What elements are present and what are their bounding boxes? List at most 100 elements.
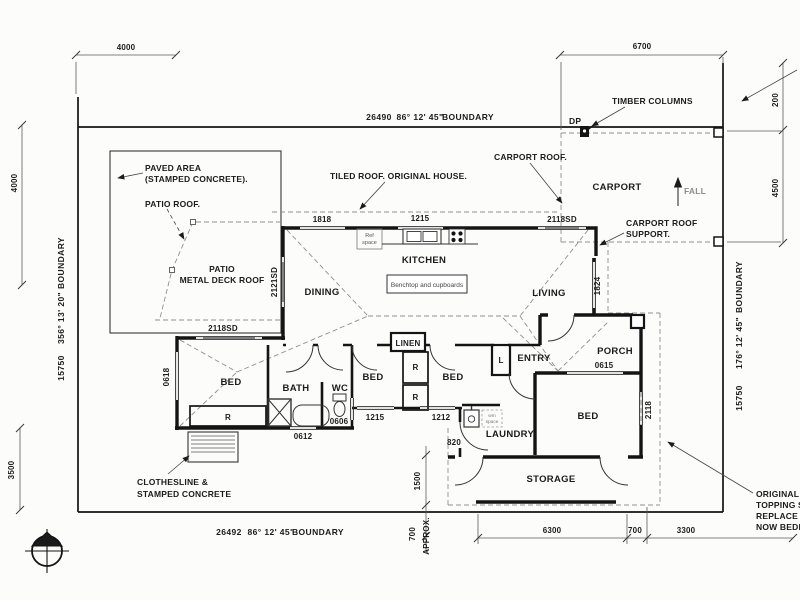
cooktop-icon — [448, 228, 466, 245]
room-label-kitchen: KITCHEN — [402, 255, 446, 266]
dim-1500: 1500 — [413, 471, 422, 490]
dim-2118sd-bed: 2118SD — [208, 324, 238, 333]
fridge-space-label-2: space — [362, 240, 377, 246]
fridge-space-label-1: Ref — [365, 233, 374, 239]
laundry-tub-icon — [463, 409, 480, 428]
robe-label: R — [413, 363, 419, 372]
boundary-left-length: 15750 — [56, 355, 66, 381]
dim-3300: 3300 — [677, 526, 696, 535]
boundary-lines — [77, 63, 724, 513]
dim-1215-top: 1215 — [411, 214, 430, 223]
shower-cross-icon — [267, 398, 292, 427]
room-label-bath: BATH — [283, 383, 310, 394]
room-label-bed3: BED — [443, 372, 464, 383]
dp-label: DP — [569, 116, 581, 126]
wm-space-label-1: wm — [488, 414, 495, 419]
dim-200: 200 — [771, 93, 780, 107]
room-label-bed2: BED — [363, 372, 384, 383]
room-label-entry: ENTRY — [517, 353, 551, 364]
dim-4000-top: 4000 — [117, 43, 136, 52]
dim-2118: 2118 — [644, 401, 653, 420]
porch-post-icon — [629, 313, 646, 330]
room-label-linen: LINEN — [396, 339, 421, 348]
island-bench-box — [386, 274, 468, 294]
fall-label: FALL — [684, 186, 706, 196]
exterior-walls — [175, 226, 643, 504]
boundary-top-word: BOUNDARY — [442, 112, 494, 122]
room-label-dining: DINING — [304, 287, 339, 298]
dim-0612: 0612 — [294, 432, 313, 441]
tiled-roof-label: TILED ROOF. ORIGINAL HOUSE. — [330, 171, 467, 181]
boundary-bottom-word: BOUNDARY — [292, 527, 344, 537]
patio-label-2: METAL DECK ROOF — [180, 275, 265, 285]
note-line-3: REPLACE PA — [756, 511, 800, 521]
timber-columns-label: TIMBER COLUMNS — [612, 96, 693, 106]
door-arcs — [285, 314, 629, 486]
toilet-cistern-icon — [332, 393, 347, 402]
sink-bowl-icon — [406, 231, 422, 242]
l-closet — [490, 343, 512, 377]
room-label-bed4: BED — [578, 411, 599, 422]
dim-700-approx-word: APPROX. — [422, 517, 431, 554]
laundry-fixtures — [463, 406, 503, 428]
room-label-storage: STORAGE — [527, 474, 576, 485]
dim-1824: 1824 — [593, 276, 602, 295]
boundary-bottom-bearing: 86° 12' 45" — [248, 527, 295, 537]
dim-4000-left: 4000 — [10, 173, 19, 192]
kitchen-fixtures — [356, 228, 478, 294]
robe-closet — [402, 384, 429, 411]
patio-vertex-marker — [190, 219, 196, 225]
room-label-porch: PORCH — [597, 346, 633, 357]
robe-label: R — [225, 413, 231, 422]
bathtub-icon — [292, 404, 330, 427]
dim-1818: 1818 — [313, 215, 332, 224]
paved-area-label-1: PAVED AREA — [145, 163, 201, 173]
boundary-right-length: 15750 — [734, 385, 744, 411]
sink-bowl-icon — [422, 231, 438, 242]
clothesline-icon — [187, 431, 239, 463]
dim-700-approx-num: 700 — [408, 527, 417, 541]
note-line-4: NOW BEDROO — [756, 522, 800, 532]
washing-machine-space-box — [481, 409, 503, 428]
boundary-bottom-length: 26492 — [216, 527, 242, 537]
boundary-right-bearing: 176° 12' 45" — [734, 317, 744, 369]
room-label-carport: CARPORT — [592, 182, 641, 193]
dim-1215-bottom: 1215 — [366, 413, 385, 422]
dim-700-bottom: 700 — [628, 526, 642, 535]
robe-closet-long — [189, 405, 267, 427]
leader-lines — [117, 69, 798, 494]
boundary-right-word: BOUNDARY — [734, 261, 744, 313]
room-label-bed1: BED — [221, 377, 242, 388]
carport-column-icon — [713, 236, 724, 247]
clothesline-label-2: STAMPED CONCRETE — [137, 489, 231, 499]
sink-icon — [402, 228, 442, 245]
dim-3500: 3500 — [7, 460, 16, 479]
room-label-wc: WC — [332, 383, 348, 394]
boundary-left-bearing: 356° 13' 20" — [56, 292, 66, 344]
room-label-laundry: LAUNDRY — [486, 429, 535, 440]
carport-column-icon — [713, 127, 724, 138]
dim-0615: 0615 — [595, 361, 614, 370]
linen-closet — [389, 331, 427, 353]
boundary-top-bearing: 86° 12' 45" — [397, 112, 444, 122]
patio-label-1: PATIO — [209, 264, 235, 274]
dim-4500: 4500 — [771, 178, 780, 197]
paved-area-outline — [109, 150, 282, 334]
dim-1212: 1212 — [432, 413, 451, 422]
north-arrow-icon — [25, 529, 69, 573]
dashed-roof-lines — [155, 132, 721, 506]
dim-6300: 6300 — [543, 526, 562, 535]
l-closet-label: L — [498, 356, 503, 365]
note-line-2: TOPPING SLA — [756, 500, 800, 510]
robe-label: R — [413, 393, 419, 402]
patio-vertex-marker — [169, 267, 175, 273]
clothesline-label-1: CLOTHESLINE & — [137, 477, 208, 487]
dim-0606: 0606 — [330, 417, 349, 426]
toilet-bowl-icon — [333, 401, 346, 417]
dim-2121sd: 2121SD — [270, 267, 279, 297]
note-line-1: ORIGINAL GA — [756, 489, 800, 499]
carport-roof-label: CARPORT ROOF. — [494, 152, 567, 162]
carport-support-label-2: SUPPORT. — [626, 229, 670, 239]
